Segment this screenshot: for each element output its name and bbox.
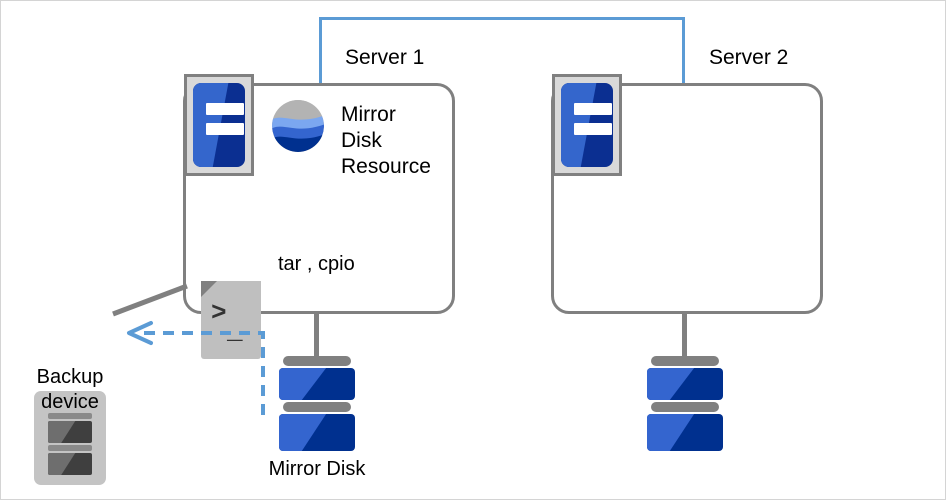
mirror-disk-1-label: Mirror Disk (268, 458, 366, 480)
server2-label: Server 2 (709, 46, 789, 69)
backup-tools-label: tar , cpio (278, 253, 355, 275)
backup-device-label-line1: Backup (36, 366, 104, 388)
mirror-disk-1-bar-top (283, 356, 351, 366)
backup-device-plate-bottom (48, 453, 92, 475)
server1-icon-bar-top (206, 103, 244, 115)
mirror-disk-1-plate-bottom (279, 414, 355, 451)
network-line-top (319, 17, 685, 20)
script-file-icon-prompt: > (211, 298, 227, 328)
mirror-disk-2-icon (647, 356, 723, 451)
server1-computer-icon-body (193, 83, 245, 167)
backup-device-to-server1-line (112, 283, 188, 317)
mirror-disk-resource-label-line3: Resource (341, 155, 431, 178)
backup-device-icon (34, 391, 106, 485)
server2-icon-bar-top (574, 103, 612, 115)
mirror-disk-2-bar-top (651, 356, 719, 366)
backup-device-bar-top (48, 413, 92, 419)
server2-to-disk-connector (682, 312, 687, 359)
network-line-right-drop (682, 17, 685, 83)
script-file-icon: > _ (201, 281, 261, 359)
server1-to-disk-connector (314, 312, 319, 359)
mirror-disk-1-icon (279, 356, 355, 451)
backup-device-label-line2: device (41, 391, 99, 413)
server1-icon-bar-bottom (206, 123, 244, 135)
mirror-disk-1-bar-mid (283, 402, 351, 412)
globe-icon-svg (272, 100, 324, 152)
mirror-disk-resource-label-line2: Disk (341, 129, 382, 152)
server2-computer-icon-body (561, 83, 613, 167)
server2-computer-icon (552, 74, 622, 176)
mirror-disk-2-plate-top (647, 368, 723, 400)
disk-to-backup-device-arrow (127, 321, 265, 415)
mirror-disk-1-plate-top (279, 368, 355, 400)
backup-device-bar-mid (48, 445, 92, 451)
backup-device-plate-top (48, 421, 92, 443)
mirror-disk-2-bar-mid (651, 402, 719, 412)
mirror-disk-resource-label-line1: Mirror (341, 103, 396, 126)
globe-icon (272, 100, 324, 152)
script-file-icon-fold (201, 281, 217, 297)
mirror-disk-2-plate-bottom (647, 414, 723, 451)
script-file-icon-cursor: _ (227, 316, 243, 346)
server1-label: Server 1 (345, 46, 425, 69)
server2-icon-bar-bottom (574, 123, 612, 135)
network-line-left-drop (319, 17, 322, 83)
server1-computer-icon (184, 74, 254, 176)
